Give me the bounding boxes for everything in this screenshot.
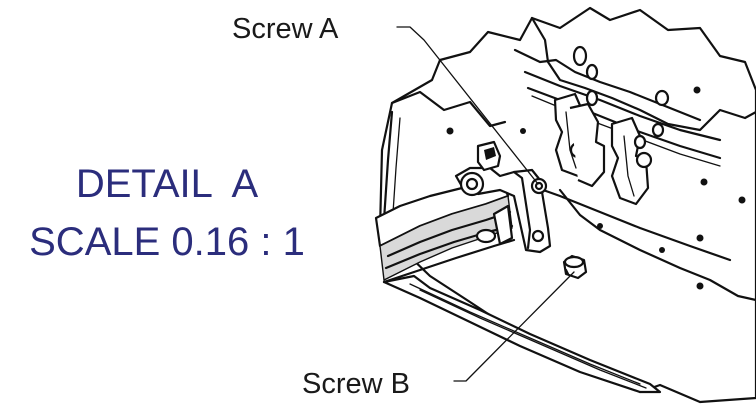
screw-a-leader bbox=[396, 26, 539, 185]
corner-bracket bbox=[454, 140, 552, 254]
housing-frame bbox=[378, 6, 756, 404]
screw-a-label: Screw A bbox=[232, 13, 339, 45]
detail-scale: SCALE 0.16 : 1 bbox=[29, 220, 305, 264]
hook-bracket-middle bbox=[569, 102, 606, 188]
slotted-tabs bbox=[572, 45, 670, 150]
screw-b-label: Screw B bbox=[302, 368, 410, 400]
screw-b-leader bbox=[453, 271, 575, 382]
screw-b-part bbox=[562, 254, 588, 280]
detail-title: DETAIL A bbox=[76, 162, 259, 206]
rail-channel bbox=[374, 178, 662, 394]
